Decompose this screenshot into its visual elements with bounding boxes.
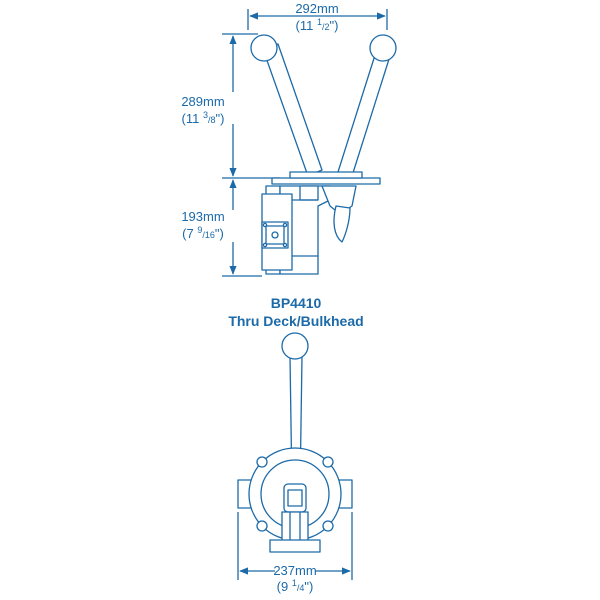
dimension-width-top [247, 9, 388, 30]
width-bottom-imperial: (9 1/4") [277, 578, 314, 594]
caption-description: Thru Deck/Bulkhead [228, 313, 363, 329]
width-top-imperial: (11 1/2") [296, 17, 339, 33]
height-handles-metric: 289mm [181, 94, 224, 109]
dimension-width-bottom [237, 512, 353, 580]
dimension-height-body [222, 179, 262, 277]
width-top-metric: 292mm [295, 1, 338, 16]
height-body-metric: 193mm [181, 209, 224, 224]
label-width-bottom: 237mm (9 1/4") [273, 563, 316, 594]
pump-front-view [237, 332, 353, 553]
caption-model: BP4410 [271, 295, 322, 311]
label-height-handles: 289mm (11 3/8") [181, 94, 224, 126]
height-body-imperial: (7 9/16") [182, 225, 224, 241]
caption: BP4410 Thru Deck/Bulkhead [228, 295, 363, 329]
dimension-height-handles [222, 33, 280, 179]
pump-side-view [250, 34, 397, 275]
label-height-body: 193mm (7 9/16") [181, 209, 224, 241]
height-handles-imperial: (11 3/8") [182, 110, 225, 126]
width-bottom-metric: 237mm [273, 563, 316, 578]
label-width-top: 292mm (11 1/2") [295, 1, 338, 33]
